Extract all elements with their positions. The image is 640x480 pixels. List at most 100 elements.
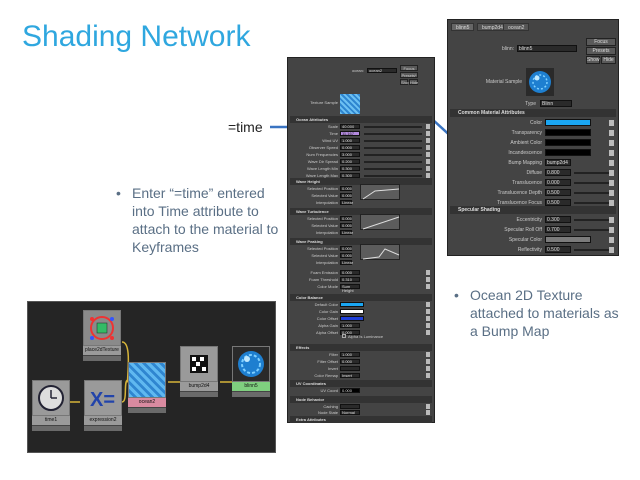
- map-button-icon[interactable]: [426, 138, 430, 143]
- ocean-focus-button[interactable]: Focus: [400, 65, 418, 71]
- attr-field[interactable]: 0.500: [545, 199, 571, 206]
- attr-slider[interactable]: [364, 133, 422, 135]
- attr-slider[interactable]: [574, 192, 610, 194]
- section-specular-shading[interactable]: Specular Shading: [450, 206, 616, 214]
- map-button-icon[interactable]: [609, 130, 614, 136]
- attr-field[interactable]: 1.000: [340, 138, 360, 143]
- color-swatch[interactable]: [545, 236, 591, 243]
- map-button-icon[interactable]: [426, 284, 430, 289]
- map-button-icon[interactable]: [609, 150, 614, 156]
- attr-field[interactable]: 0.200: [340, 159, 360, 164]
- color-swatch[interactable]: [545, 149, 591, 156]
- attr-slider[interactable]: [574, 202, 610, 204]
- map-button-icon[interactable]: [609, 247, 614, 253]
- ocean-name-field[interactable]: ocean2: [367, 68, 397, 73]
- blinn-focus-button[interactable]: Focus: [586, 38, 616, 46]
- map-button-icon[interactable]: [609, 227, 614, 233]
- attr-field[interactable]: 0.000: [340, 145, 360, 150]
- map-button-icon[interactable]: [426, 173, 430, 178]
- section-wave-turbulence[interactable]: Wave Turbulence: [290, 208, 432, 215]
- tab-blinn5[interactable]: blinn5: [451, 23, 475, 31]
- map-button-icon[interactable]: [609, 180, 614, 186]
- section-uv-coordinates[interactable]: UV Coordinates: [290, 380, 432, 387]
- node-expression2[interactable]: X= expression2: [84, 380, 122, 431]
- attr-slider[interactable]: [364, 126, 422, 128]
- alpha-is-luminance-row[interactable]: Alpha Is Luminance: [290, 334, 432, 340]
- map-button-icon[interactable]: [609, 200, 614, 206]
- ocean-attribute-editor[interactable]: ocean: ocean2 Focus Presets* Show Hide T…: [287, 57, 435, 423]
- map-button-icon[interactable]: [426, 145, 430, 150]
- attr-slider[interactable]: [574, 229, 610, 231]
- attr-field[interactable]: 0.000: [340, 270, 360, 275]
- attr-field[interactable]: bump2d4: [545, 159, 571, 166]
- color-swatch[interactable]: [340, 302, 364, 307]
- attr-field[interactable]: [340, 366, 360, 371]
- attr-field[interactable]: 0.500: [545, 246, 571, 253]
- attr-field[interactable]: 0.300: [340, 166, 360, 171]
- attr-slider[interactable]: [364, 168, 422, 170]
- attr-field[interactable]: 40.000: [340, 124, 360, 129]
- map-button-icon[interactable]: [426, 270, 430, 275]
- section-effects[interactable]: Effects: [290, 344, 432, 351]
- checkbox-icon[interactable]: [342, 334, 346, 338]
- attr-field[interactable]: 0.800: [545, 169, 571, 176]
- attr-field[interactable]: 0.000: [340, 359, 360, 364]
- uv-coord-field[interactable]: 0.000: [340, 388, 360, 393]
- section-common-material[interactable]: Common Material Attributes: [450, 109, 616, 117]
- attr-slider[interactable]: [574, 249, 610, 251]
- map-button-icon[interactable]: [426, 166, 430, 171]
- map-button-icon[interactable]: [426, 131, 430, 136]
- wave-peaking-ramp[interactable]: [360, 244, 400, 260]
- map-button-icon[interactable]: [426, 352, 430, 357]
- color-swatch[interactable]: [340, 316, 364, 321]
- selected-position-field[interactable]: 0.000: [340, 186, 353, 191]
- map-button-icon[interactable]: [609, 170, 614, 176]
- node-time1[interactable]: time1: [32, 380, 70, 431]
- attr-field[interactable]: 0.300: [545, 216, 571, 223]
- map-button-icon[interactable]: [426, 410, 430, 415]
- attr-field[interactable]: Insert: [340, 373, 360, 378]
- selected-position-field[interactable]: 0.000: [340, 216, 353, 221]
- map-button-icon[interactable]: [426, 373, 430, 378]
- attr-field[interactable]: 3.000: [340, 152, 360, 157]
- attr-field[interactable]: 0.300: [340, 173, 360, 178]
- map-button-icon[interactable]: [609, 140, 614, 146]
- map-button-icon[interactable]: [609, 237, 614, 243]
- attr-field[interactable]: 11.167: [340, 131, 360, 136]
- map-button-icon[interactable]: [426, 302, 430, 307]
- attr-field[interactable]: Sum Height: [340, 284, 360, 293]
- node-ocean2[interactable]: ocean2: [128, 362, 166, 413]
- attr-field[interactable]: Normal: [340, 410, 360, 415]
- ocean-show-button[interactable]: Show: [400, 79, 412, 85]
- map-button-icon[interactable]: [426, 330, 430, 335]
- section-wave-height[interactable]: Wave Height: [290, 178, 432, 185]
- node-bump2d4[interactable]: bump2d4: [180, 346, 218, 397]
- interpolation-dropdown[interactable]: Linear: [340, 230, 354, 235]
- map-button-icon[interactable]: [426, 366, 430, 371]
- map-button-icon[interactable]: [609, 160, 614, 166]
- attr-field[interactable]: 1.000: [340, 352, 360, 357]
- map-button-icon[interactable]: [426, 124, 430, 129]
- attr-slider[interactable]: [364, 147, 422, 149]
- attr-field[interactable]: 0.310: [340, 277, 360, 282]
- attr-slider[interactable]: [574, 219, 610, 221]
- tab-ocean2[interactable]: ocean2: [503, 23, 530, 31]
- attr-slider[interactable]: [574, 182, 610, 184]
- type-dropdown[interactable]: Blinn: [540, 100, 572, 107]
- blinn-show-button[interactable]: Show: [586, 56, 600, 64]
- blinn-presets-button[interactable]: Presets: [586, 47, 616, 55]
- blinn-hide-button[interactable]: Hide: [601, 56, 616, 64]
- interpolation-dropdown[interactable]: Linear: [340, 260, 354, 265]
- map-button-icon[interactable]: [426, 316, 430, 321]
- hypershade-node-editor[interactable]: place2dTexture ocean2 bump2d4: [27, 301, 276, 453]
- selected-value-field[interactable]: 0.000: [340, 193, 353, 198]
- selected-value-field[interactable]: 0.000: [340, 223, 353, 228]
- map-button-icon[interactable]: [426, 359, 430, 364]
- selected-value-field[interactable]: 0.000: [340, 253, 353, 258]
- attr-slider[interactable]: [364, 154, 422, 156]
- color-swatch[interactable]: [545, 139, 591, 146]
- wave-turbulence-ramp[interactable]: [360, 214, 400, 230]
- attr-field[interactable]: 0.500: [545, 189, 571, 196]
